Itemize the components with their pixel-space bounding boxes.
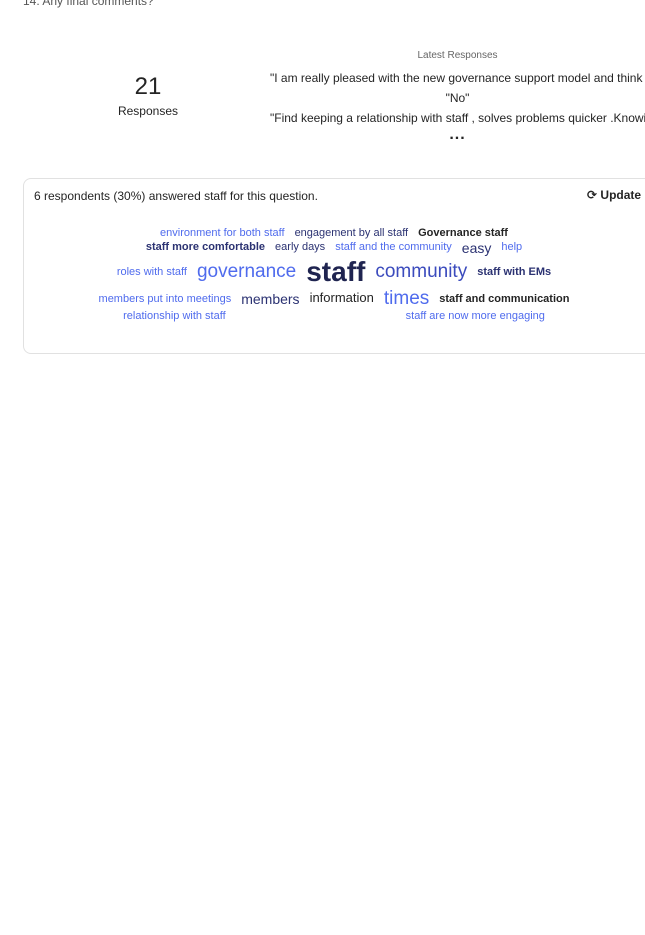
insight-summary: 6 respondents (30%) answered staff for t…	[34, 189, 318, 203]
response-count: 21 Responses	[98, 72, 198, 118]
word[interactable]: staff and communication	[439, 292, 570, 305]
word[interactable]: staff and the community	[335, 241, 452, 254]
word[interactable]: environment for both staff	[160, 227, 285, 239]
word-cloud-row: staff more comfortable early days staff …	[146, 240, 522, 256]
word[interactable]: staff more comfortable	[145, 241, 266, 254]
update-button[interactable]: ⟳ Update	[587, 188, 641, 202]
latest-response: "Find keeping a relationship with staff …	[270, 111, 645, 125]
question-title: 14. Any final comments?	[23, 0, 154, 8]
word-cloud-row: environment for both staff engagement by…	[160, 227, 508, 240]
latest-responses-heading: Latest Responses	[417, 50, 498, 61]
word[interactable]: times	[383, 287, 430, 309]
word-cloud-card: 6 respondents (30%) answered staff for t…	[23, 178, 645, 354]
word[interactable]: community	[375, 260, 468, 282]
word[interactable]: Governance staff	[418, 227, 508, 239]
word-cloud: environment for both staff engagement by…	[34, 227, 634, 322]
word[interactable]: easy	[461, 239, 492, 256]
word[interactable]: members put into meetings	[98, 292, 232, 305]
word-cloud-row: relationship with staff staff are now mo…	[123, 310, 545, 323]
word[interactable]: staff	[306, 255, 366, 287]
word[interactable]: help	[501, 241, 523, 254]
word[interactable]: members	[241, 290, 300, 307]
more-responses-button[interactable]: ...	[449, 126, 466, 143]
word[interactable]: engagement by all staff	[294, 227, 409, 239]
response-count-number: 21	[134, 73, 162, 100]
word[interactable]: information	[309, 290, 374, 306]
update-label: Update	[600, 188, 642, 202]
word[interactable]: relationship with staff	[123, 309, 226, 322]
word[interactable]: staff with EMs	[477, 265, 552, 278]
latest-response: "I am really pleased with the new govern…	[270, 71, 645, 85]
refresh-icon: ⟳	[587, 188, 598, 202]
word-cloud-row: roles with staff governance staff commun…	[117, 256, 551, 288]
word[interactable]: roles with staff	[116, 265, 187, 278]
latest-responses: Latest Responses "I am really pleased wi…	[270, 50, 645, 142]
word[interactable]: governance	[196, 260, 297, 282]
word-cloud-row: members put into meetings members inform…	[99, 288, 570, 310]
latest-response: "No"	[445, 91, 470, 105]
word[interactable]: staff are now more engaging	[405, 309, 545, 322]
word[interactable]: early days	[275, 241, 326, 254]
response-count-label: Responses	[117, 104, 179, 118]
